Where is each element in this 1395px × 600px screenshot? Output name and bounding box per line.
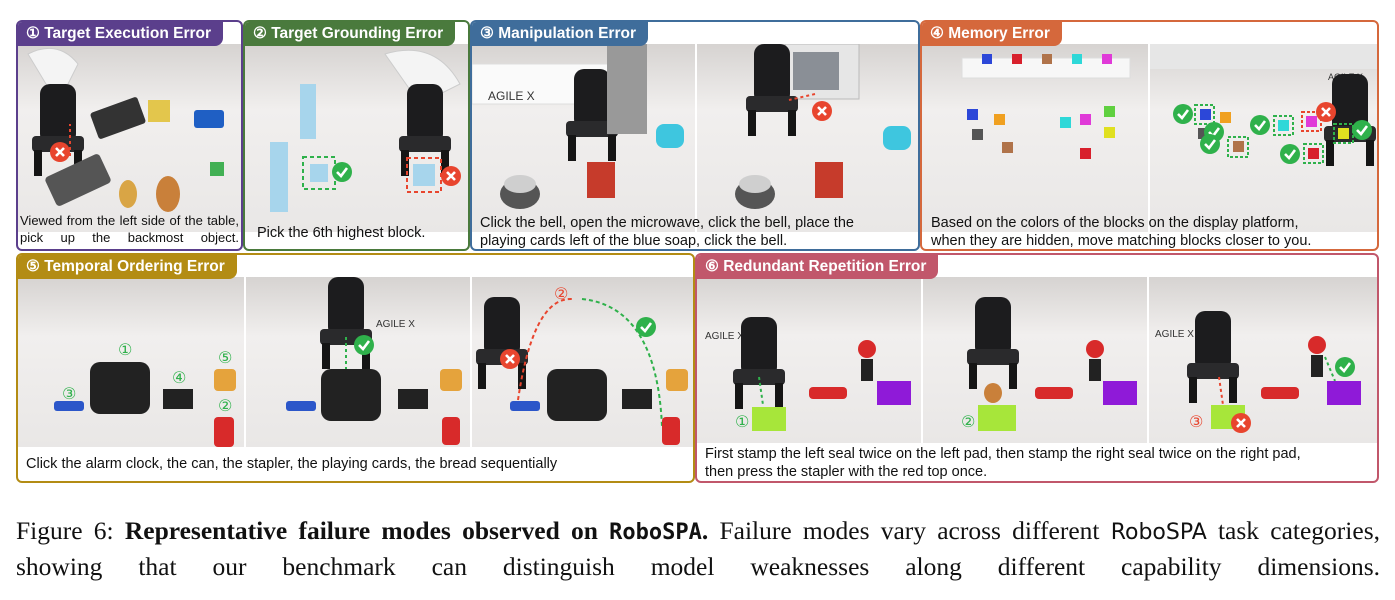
repeat-number-3: ③ bbox=[1189, 412, 1203, 431]
figure-caption: Figure 6: Representative failure modes o… bbox=[16, 514, 1380, 584]
panel-label-redundant-repetition: ⑥ Redundant Repetition Error bbox=[697, 255, 939, 279]
scene-image-temporal-1: ① ③ ④ ⑤ ② bbox=[18, 277, 244, 447]
repeat-number-1: ① bbox=[735, 412, 749, 431]
agilex-logo-text-3: AGILE X bbox=[376, 319, 415, 330]
panel-caption-memory-2: when they are hidden, move matching bloc… bbox=[931, 233, 1312, 249]
panel-target-execution: ① Target Execution Error Viewed from the… bbox=[16, 20, 243, 251]
figure-caption-bold: Representative failure modes observed on bbox=[124, 516, 610, 545]
panel-caption-temporal-ordering: Click the alarm clock, the can, the stap… bbox=[26, 456, 558, 472]
panel-caption-manipulation-2: playing cards left of the blue soap, cli… bbox=[480, 233, 788, 249]
panel-label-target-execution: ① Target Execution Error bbox=[18, 22, 224, 46]
panel-redundant-repetition: ⑥ Redundant Repetition Error AGILE X ① ② bbox=[695, 253, 1379, 483]
panel-temporal-ordering: ⑤ Temporal Ordering Error ① ③ ④ ⑤ ② AGIL… bbox=[16, 253, 695, 483]
agilex-logo-text: AGILE X bbox=[488, 89, 535, 103]
order-number-2-wrong: ② bbox=[554, 284, 568, 303]
panel-caption-memory-1: Based on the colors of the blocks on the… bbox=[931, 215, 1299, 231]
scene-image-temporal-2: AGILE X bbox=[246, 277, 470, 447]
order-number-2: ② bbox=[218, 396, 232, 415]
repeat-number-2: ② bbox=[961, 412, 975, 431]
order-number-4: ④ bbox=[172, 368, 186, 387]
scene-image-temporal-3: ② bbox=[472, 277, 693, 447]
scene-image-repetition-2: ② bbox=[923, 277, 1147, 443]
panel-caption-repetition-1: First stamp the left seal twice on the l… bbox=[705, 446, 1301, 462]
agilex-logo-text-5: AGILE X bbox=[1155, 329, 1194, 340]
figure-caption-text1: Failure modes vary across different bbox=[708, 516, 1111, 545]
scene-image-target-grounding bbox=[245, 44, 468, 232]
scene-image-manipulation-1: AGILE X bbox=[472, 44, 695, 232]
scene-image-repetition-1: AGILE X ① bbox=[697, 277, 921, 443]
panel-caption-repetition-2: then press the stapler with the red top … bbox=[705, 464, 988, 480]
scene-image-target-execution bbox=[18, 44, 241, 232]
order-number-5: ⑤ bbox=[218, 348, 232, 367]
figure-caption-prefix: Figure 6: bbox=[16, 516, 125, 545]
scene-image-memory-2: AGILE X bbox=[1150, 44, 1377, 232]
order-number-3: ③ bbox=[62, 384, 76, 403]
panel-caption-manipulation-1: Click the bell, open the microwave, clic… bbox=[480, 215, 854, 231]
panel-caption-target-execution: Viewed from the left side of the table, … bbox=[20, 213, 239, 245]
figure-caption-bold-name: RoboSPA bbox=[609, 520, 702, 545]
figure-caption-text2: task categories, showing that our benchm… bbox=[16, 516, 1380, 581]
scene-image-repetition-3: AGILE X ③ bbox=[1149, 277, 1377, 443]
panel-manipulation: ③ Manipulation Error AGILE X Click bbox=[470, 20, 920, 251]
order-number-1: ① bbox=[118, 340, 132, 359]
panel-memory: ④ Memory Error AGILE X bbox=[920, 20, 1379, 251]
agilex-logo-text-4: AGILE X bbox=[705, 331, 744, 342]
scene-image-memory-1 bbox=[922, 44, 1148, 232]
figure-caption-name: RoboSPA bbox=[1110, 520, 1207, 545]
panel-target-grounding: ② Target Grounding Error Pick the 6th hi… bbox=[243, 20, 470, 251]
scene-image-manipulation-2 bbox=[697, 44, 918, 232]
panel-label-temporal-ordering: ⑤ Temporal Ordering Error bbox=[18, 255, 237, 279]
panel-label-memory: ④ Memory Error bbox=[922, 22, 1062, 46]
panel-caption-target-grounding: Pick the 6th highest block. bbox=[257, 225, 426, 241]
panel-label-target-grounding: ② Target Grounding Error bbox=[245, 22, 456, 46]
panel-label-manipulation: ③ Manipulation Error bbox=[472, 22, 648, 46]
figure-caption-bold-end: . bbox=[701, 516, 709, 545]
